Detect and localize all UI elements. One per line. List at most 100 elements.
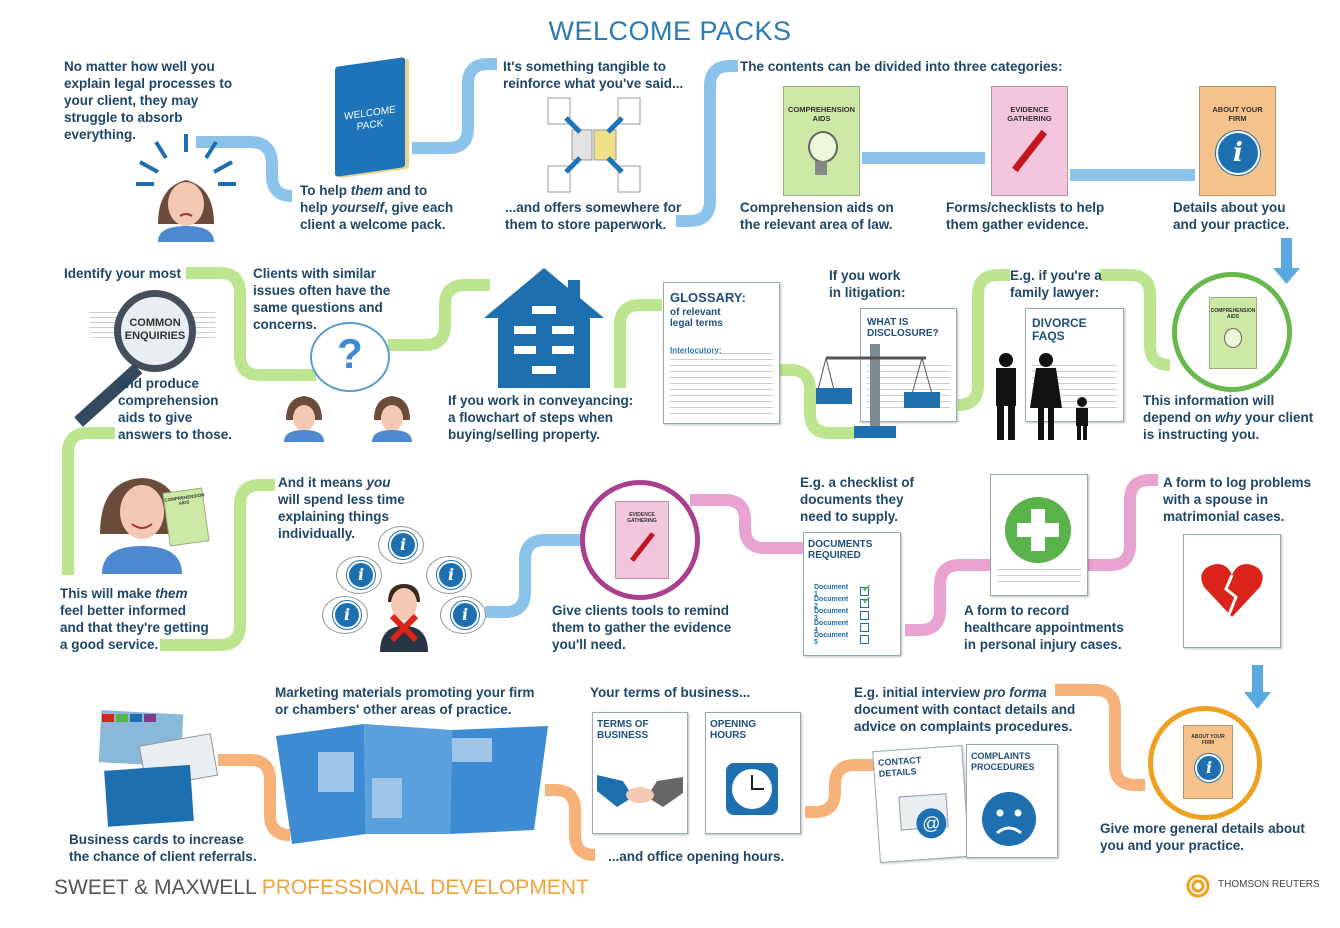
house-icon bbox=[484, 268, 604, 388]
arrow-down-icon bbox=[1244, 692, 1271, 709]
folder-label: EVIDENCE GATHERING bbox=[627, 512, 657, 524]
checkbox-icon bbox=[860, 610, 869, 620]
question-icon: ? bbox=[337, 330, 363, 377]
info-icon: i bbox=[451, 601, 479, 629]
pen-icon bbox=[1011, 129, 1048, 173]
comprehension-aids-folder: COMPREHENSION AIDS bbox=[783, 86, 860, 196]
depend-text: This information will depend on why your… bbox=[1143, 393, 1314, 442]
folder-label: EVIDENCE GATHERING bbox=[1007, 105, 1052, 123]
hours-title: OPENING HOURS bbox=[710, 719, 757, 741]
info-icon: i bbox=[333, 601, 361, 629]
info-icon: i bbox=[347, 561, 375, 589]
connector-blue-2 bbox=[412, 58, 497, 154]
sad-face-icon bbox=[982, 792, 1036, 846]
cards-text: Business cards to increase the chance of… bbox=[69, 832, 257, 864]
tangible-text: It's something tangible to reinforce wha… bbox=[503, 59, 684, 91]
glossary-subtitle: of relevant legal terms bbox=[670, 307, 723, 329]
connector-green-8 bbox=[160, 479, 275, 651]
identify-text: Identify your most bbox=[64, 266, 182, 281]
info-icon: i bbox=[437, 561, 465, 589]
connector-green-5 bbox=[957, 269, 1010, 411]
checkbox-icon bbox=[860, 634, 869, 644]
question-bubble: ? bbox=[310, 322, 390, 392]
about-firm-folder: ABOUT YOUR FIRM i bbox=[1183, 725, 1233, 799]
general-text: Give more general details about you and … bbox=[1100, 821, 1305, 853]
informed-text: This will make them feel better informed… bbox=[60, 586, 209, 652]
document-label: Document 3 bbox=[814, 608, 849, 622]
complaints-title: COMPLAINTS PROCEDURES bbox=[971, 751, 1035, 772]
connector-pink-3 bbox=[1088, 474, 1158, 571]
tools-text: Give clients tools to remind them to gat… bbox=[552, 603, 732, 652]
arrow-down-icon bbox=[1281, 238, 1292, 272]
connector-pink-2 bbox=[905, 559, 990, 636]
evidence-gathering-folder: EVIDENCE GATHERING bbox=[991, 86, 1068, 196]
opening-hours-document: OPENING HOURS bbox=[705, 712, 801, 834]
handshake-icon bbox=[597, 775, 683, 807]
medical-cross-icon bbox=[1005, 497, 1071, 563]
folder-label: COMPREHENSION AIDS bbox=[164, 492, 205, 506]
connector-green-7 bbox=[62, 427, 115, 575]
divorce-faqs-document: DIVORCE FAQS bbox=[1025, 308, 1124, 422]
terms-document: TERMS OF BUSINESS bbox=[592, 712, 688, 834]
evidence-circle: EVIDENCE GATHERING bbox=[580, 480, 700, 600]
connector-blue-6 bbox=[485, 534, 585, 618]
categories-title: The contents can be divided into three c… bbox=[740, 59, 1063, 74]
produce-text: and produce comprehension aids to give a… bbox=[118, 376, 233, 442]
checkbox-icon bbox=[860, 622, 869, 632]
document-label: Document 5 bbox=[814, 632, 849, 646]
division-name: PROFESSIONAL DEVELOPMENT bbox=[261, 876, 589, 899]
glossary-item: Interlocutory: bbox=[670, 346, 722, 355]
about-firm-circle: ABOUT YOUR FIRM i bbox=[1148, 706, 1262, 820]
magnifier-icon: COMMON ENQUIRIES bbox=[114, 290, 196, 372]
help-text: To help them and to help yourself, give … bbox=[300, 183, 454, 232]
connector-green-6 bbox=[1100, 269, 1171, 371]
checked-box-icon: ✔ bbox=[860, 583, 871, 596]
clock-icon bbox=[726, 763, 778, 815]
healthcare-text: A form to record healthcare appointments… bbox=[964, 603, 1124, 652]
healthcare-form bbox=[990, 474, 1088, 596]
matrimonial-form bbox=[1183, 534, 1281, 648]
arrow-down-icon bbox=[1273, 268, 1300, 284]
family-icon bbox=[996, 353, 1088, 440]
comprehension-aids-folder: COMPREHENSION AIDS bbox=[1209, 297, 1257, 369]
held-comprehension-folder: COMPREHENSION AIDS bbox=[162, 487, 210, 547]
contact-title: CONTACT DETAILS bbox=[877, 754, 922, 779]
checklist-title: DOCUMENTS REQUIRED bbox=[808, 539, 873, 561]
folder-label: COMPREHENSION AIDS bbox=[787, 105, 856, 123]
broken-heart-icon bbox=[1201, 564, 1263, 618]
connector-green-4 bbox=[778, 364, 856, 439]
thomson-reuters-logo-icon bbox=[1184, 872, 1212, 900]
family-text: E.g. if you're a family lawyer: bbox=[1010, 268, 1102, 300]
business-cards-icon bbox=[98, 710, 219, 827]
document-item: Document 2✔ bbox=[814, 595, 871, 610]
contact-details-document: CONTACT DETAILS @ bbox=[872, 744, 970, 864]
disclosure-title: WHAT IS DISCLOSURE? bbox=[867, 317, 939, 339]
pen-icon bbox=[630, 532, 655, 562]
similar-text: Clients with similar issues often have t… bbox=[253, 266, 391, 332]
arrow-down-icon bbox=[1252, 665, 1263, 695]
book-label: WELCOME PACK bbox=[344, 104, 396, 133]
connector-blue-3 bbox=[676, 60, 738, 227]
clients-icon bbox=[284, 396, 412, 442]
documents-required-checklist: DOCUMENTS REQUIRED Document 1✔Document 2… bbox=[803, 532, 901, 656]
paperwork-icon bbox=[547, 97, 641, 193]
document-label: Document 2 bbox=[814, 596, 849, 610]
checklist-intro: E.g. a checklist of documents they need … bbox=[800, 475, 915, 524]
brochure-icon bbox=[276, 724, 548, 844]
lightbulb-icon bbox=[1224, 328, 1242, 348]
brand-name: SWEET & MAXWELL bbox=[54, 876, 256, 899]
connector-orange-1 bbox=[218, 754, 291, 841]
means-text: And it means you will spend less time ex… bbox=[278, 475, 405, 541]
cat1-text: Comprehension aids on the relevant area … bbox=[740, 200, 894, 232]
page-title: WELCOME PACKS bbox=[548, 16, 792, 46]
conveyancing-text: If you work in conveyancing: a flowchart… bbox=[448, 393, 634, 442]
connector-orange-3 bbox=[805, 759, 875, 818]
glossary-title: GLOSSARY: bbox=[670, 290, 746, 305]
magnifier-label: COMMON ENQUIRIES bbox=[124, 317, 186, 342]
folder-label: ABOUT YOUR FIRM bbox=[1212, 105, 1263, 123]
connector-blue-1 bbox=[196, 136, 293, 202]
footer-brand: SWEET & MAXWELL PROFESSIONAL DEVELOPMENT bbox=[54, 876, 589, 900]
document-item: Document 3 bbox=[814, 608, 869, 622]
intro-text: No matter how well you explain legal pro… bbox=[64, 59, 233, 142]
